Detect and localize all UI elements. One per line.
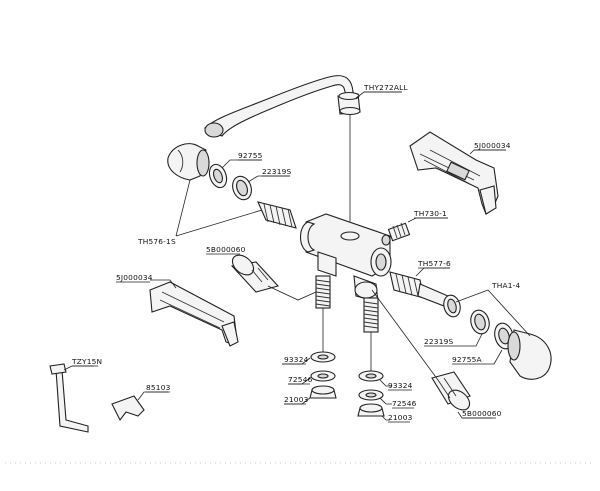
label-cartridge-left-lower: 5B000060: [206, 245, 246, 254]
cartridge-right-lower: [431, 371, 471, 411]
ring-upper: [208, 163, 228, 189]
connector-right-leader: [407, 217, 448, 223]
washer-right-b-leader: [379, 397, 392, 405]
washer-left-b: [310, 370, 336, 382]
label-nut-upper: 22319S: [262, 167, 292, 176]
handle-left: [167, 143, 210, 181]
label-handle-left: TH576-1S: [137, 237, 176, 246]
label-bracket-right: 5J000034: [474, 141, 511, 150]
label-nut-right: 22319S: [424, 337, 454, 346]
label-wrench: TZY15N: [71, 357, 102, 366]
valve-body: [299, 213, 392, 303]
wrench: [49, 363, 89, 433]
cartridge-right: [389, 271, 449, 307]
label-plate: 85103: [146, 383, 171, 392]
nut-upper: [232, 175, 252, 201]
spout-label-leader: [355, 91, 402, 99]
bolt-right: [363, 297, 379, 333]
handle-left-leader-1: [175, 179, 191, 237]
bracket-left-leader: [150, 279, 177, 289]
bracket-right-leader: [469, 149, 506, 155]
washer-right-a-leader: [379, 379, 392, 387]
cartridge-right-lower-leader: [371, 289, 439, 381]
nut-right: [443, 294, 490, 335]
cartridge-left-upper: [257, 201, 297, 229]
nut-right-bottom: [357, 403, 385, 417]
label-washer-left-b: 72546: [288, 375, 313, 384]
ring-right-leader: [484, 349, 503, 365]
plate: [111, 395, 145, 422]
handle-right: [507, 329, 552, 380]
label-handle-right: THA1-4: [491, 281, 520, 290]
bracket-right: [409, 131, 499, 215]
label-washer-right-b: 72546: [392, 399, 417, 408]
wrench-leader: [63, 365, 94, 371]
connector-right: [381, 222, 411, 246]
label-washer-right-a: 93324: [388, 381, 413, 390]
nut-right-bottom-leader: [381, 415, 390, 421]
nut-upper-leader: [247, 175, 290, 183]
bolt-left: [315, 275, 331, 309]
label-ring-upper: 92755: [238, 151, 263, 160]
spout: [204, 75, 361, 138]
cartridge-left-lower-leader: [267, 285, 317, 301]
label-bracket-left: 5J000034: [116, 273, 153, 282]
handle-left-leader-2: [175, 209, 263, 237]
handle-right-leader-2: [455, 289, 489, 303]
label-connector-right: TH730-1: [413, 209, 447, 218]
plate-leader: [137, 391, 168, 401]
label-cartridge-right-lower: 5B000060: [462, 409, 502, 418]
washer-right-a: [358, 370, 384, 382]
ring-upper-leader: [221, 159, 262, 169]
handle-right-leader-1: [487, 289, 531, 337]
label-spout: THY272ALL: [363, 83, 408, 92]
label-washer-left-a: 93324: [284, 355, 309, 364]
nut-right-leader: [456, 333, 483, 347]
washer-right-b: [358, 389, 384, 401]
bracket-left: [149, 281, 239, 347]
label-nut-right-bottom: 21003: [388, 413, 413, 422]
cartridge-left-lower: [230, 254, 280, 293]
nut-left-bottom: [309, 385, 337, 399]
label-cartridge-right: TH577-6: [417, 259, 451, 268]
label-nut-left-bottom: 21003: [284, 395, 309, 404]
label-ring-right: 92755A: [452, 355, 482, 364]
washer-left-a: [310, 351, 336, 363]
cartridge-right-leader: [415, 267, 450, 277]
